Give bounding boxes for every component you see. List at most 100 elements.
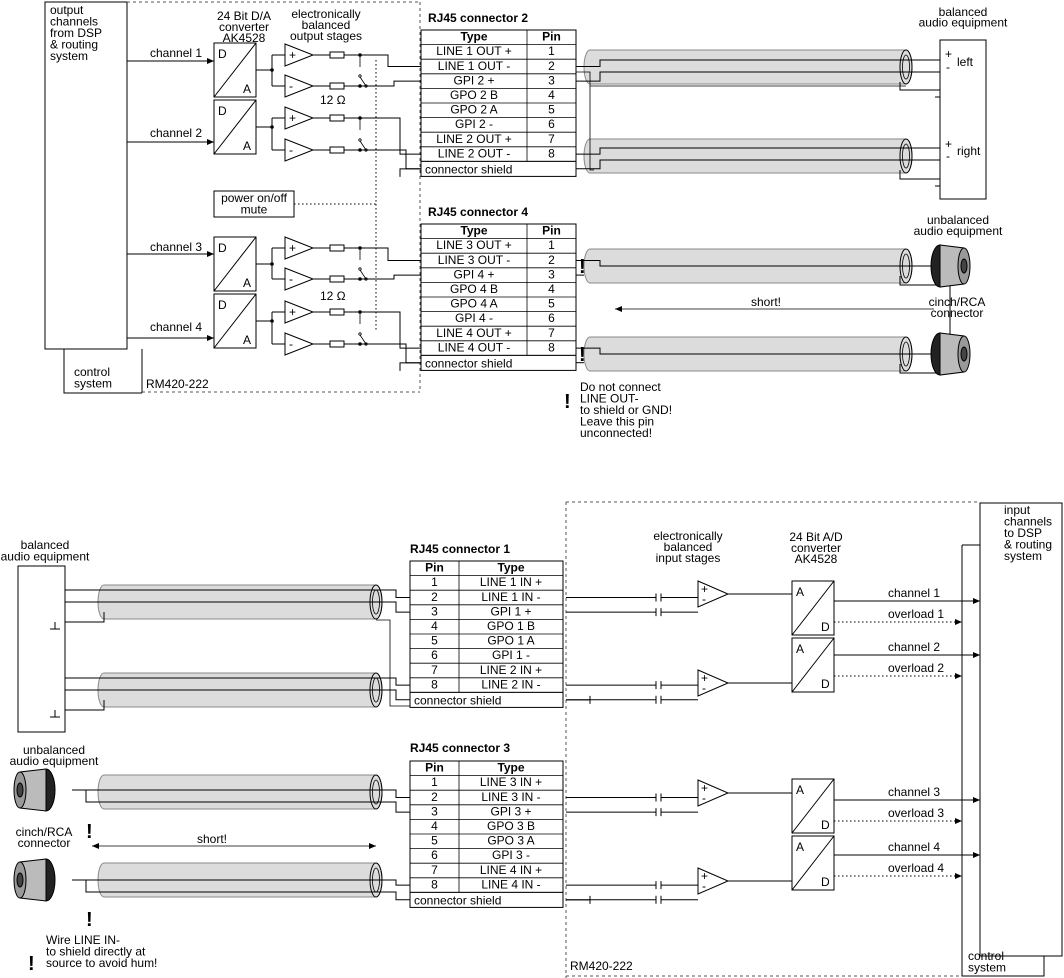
connector-1-title: RJ45 connector 1 bbox=[410, 542, 510, 556]
signal-label: channel 2 bbox=[888, 640, 940, 654]
table-cell: GPI 4 + bbox=[453, 267, 494, 281]
resistor bbox=[329, 308, 345, 316]
resistor bbox=[329, 340, 345, 348]
static-wiring bbox=[13, 1, 1063, 978]
table-cell: GPO 1 A bbox=[487, 634, 534, 648]
balanced-equipment-box bbox=[939, 39, 987, 200]
connector-2-title: RJ45 connector 2 bbox=[428, 11, 528, 25]
amp-sign: + bbox=[701, 582, 708, 596]
table-cell: 5 bbox=[431, 634, 438, 648]
converter-letter: A bbox=[243, 82, 251, 96]
amp-sign: - bbox=[289, 337, 293, 351]
dsp-label: output bbox=[50, 3, 84, 17]
power-mute-box bbox=[213, 190, 295, 218]
relay-contact bbox=[358, 332, 362, 336]
connector-shield-label: connector shield bbox=[414, 693, 501, 707]
rca-plug-pin bbox=[16, 872, 24, 888]
junction-dot bbox=[270, 68, 274, 72]
connector-feed bbox=[360, 149, 421, 170]
junction-dot bbox=[270, 319, 274, 323]
table-cell: LINE 4 IN + bbox=[480, 863, 542, 877]
warning-exclamation: ! bbox=[564, 391, 571, 413]
table-cell: 3 bbox=[431, 604, 438, 618]
amplifier-triangle bbox=[284, 138, 315, 162]
table-cell: GPI 1 - bbox=[492, 648, 530, 662]
control-system-label: control bbox=[968, 949, 1004, 963]
dsp-label: input bbox=[1004, 503, 1031, 517]
power-mute-label: power on/off bbox=[221, 191, 287, 205]
table-cell: GPI 3 + bbox=[490, 804, 531, 818]
table-cell: GPO 3 B bbox=[487, 819, 535, 833]
cable-end bbox=[369, 774, 383, 810]
cable-end bbox=[902, 143, 910, 169]
connector-feed bbox=[360, 54, 421, 67]
balanced-equipment-label: audio equipment bbox=[919, 16, 1008, 30]
signal-label: overload 4 bbox=[888, 861, 944, 875]
table-cell: 3 bbox=[431, 804, 438, 818]
table-cell: GPI 3 - bbox=[492, 848, 530, 862]
warning-exclamation: ! bbox=[28, 953, 35, 975]
shield-wire bbox=[399, 168, 421, 177]
polarity-sign: - bbox=[946, 149, 950, 163]
balanced-equipment-label: balanced bbox=[939, 5, 988, 19]
arrowhead bbox=[955, 619, 962, 625]
cable-conductor bbox=[576, 147, 940, 155]
table-cell: 2 bbox=[431, 590, 438, 604]
table-cell: LINE 2 IN - bbox=[481, 677, 540, 691]
cable-conductor bbox=[576, 59, 940, 67]
amp-sign: - bbox=[289, 272, 293, 286]
table-cell: GPI 2 + bbox=[453, 73, 494, 87]
cable-conductor bbox=[85, 880, 410, 901]
rca-plug-pin bbox=[960, 346, 968, 362]
table-cell: 5 bbox=[548, 103, 555, 117]
dsp-input-box bbox=[979, 502, 1063, 957]
table-cell: 2 bbox=[548, 253, 555, 267]
table-cell: 4 bbox=[548, 282, 555, 296]
converter-diagonal bbox=[213, 293, 257, 349]
table-cell: GPI 1 + bbox=[490, 604, 531, 618]
dsp-label: channels bbox=[1004, 515, 1052, 529]
table-cell: 1 bbox=[548, 44, 555, 58]
input-stage-label: balanced bbox=[664, 540, 713, 554]
right-label: right bbox=[957, 144, 981, 158]
table-cell: LINE 1 IN + bbox=[480, 575, 542, 589]
connector-4-title: RJ45 connector 4 bbox=[428, 205, 528, 219]
control-system-outline bbox=[63, 349, 142, 394]
dsp-label: to DSP bbox=[1004, 526, 1042, 540]
amp-sign: + bbox=[701, 781, 708, 795]
table-cell: GPO 4 A bbox=[450, 297, 497, 311]
cable-conductor bbox=[85, 790, 410, 813]
table-cell: 5 bbox=[431, 834, 438, 848]
amp-sign: - bbox=[702, 681, 706, 695]
table-header: Type bbox=[460, 30, 487, 44]
table-cell: GPO 4 B bbox=[450, 282, 498, 296]
cinch-connector-label: cinch/RCA bbox=[16, 825, 73, 839]
amplifier-triangle bbox=[697, 669, 730, 697]
table-header: Type bbox=[460, 224, 487, 238]
amp-sign: - bbox=[289, 143, 293, 157]
amp-sign: + bbox=[289, 48, 296, 62]
cable-conductor bbox=[576, 347, 940, 355]
table-header: Pin bbox=[425, 561, 444, 575]
resistor bbox=[329, 244, 345, 252]
connector-shield-label: connector shield bbox=[425, 162, 512, 176]
table-cell: LINE 4 IN - bbox=[481, 877, 540, 891]
table-cell: 8 bbox=[431, 877, 438, 891]
converter-letter: D bbox=[821, 875, 830, 889]
unbalanced-equipment-label: audio equipment bbox=[10, 754, 99, 768]
warning-exclamation: ! bbox=[86, 821, 93, 843]
table-cell: 6 bbox=[548, 311, 555, 325]
relay-switch bbox=[359, 140, 367, 151]
table-cell: LINE 2 OUT + bbox=[436, 132, 511, 146]
unbalanced-equipment-label: unbalanced bbox=[23, 743, 85, 757]
input-stage-label: electronically bbox=[653, 529, 722, 543]
balanced-equipment-label: audio equipment bbox=[1, 550, 90, 564]
table-header: Type bbox=[497, 761, 524, 775]
adc-label: 24 Bit A/D bbox=[789, 530, 843, 544]
polarity-sign: - bbox=[946, 60, 950, 74]
converter-letter: D bbox=[821, 620, 830, 634]
signal-label: channel 4 bbox=[888, 840, 940, 854]
amplifier-triangle bbox=[284, 43, 315, 67]
table-cell: 7 bbox=[548, 132, 555, 146]
